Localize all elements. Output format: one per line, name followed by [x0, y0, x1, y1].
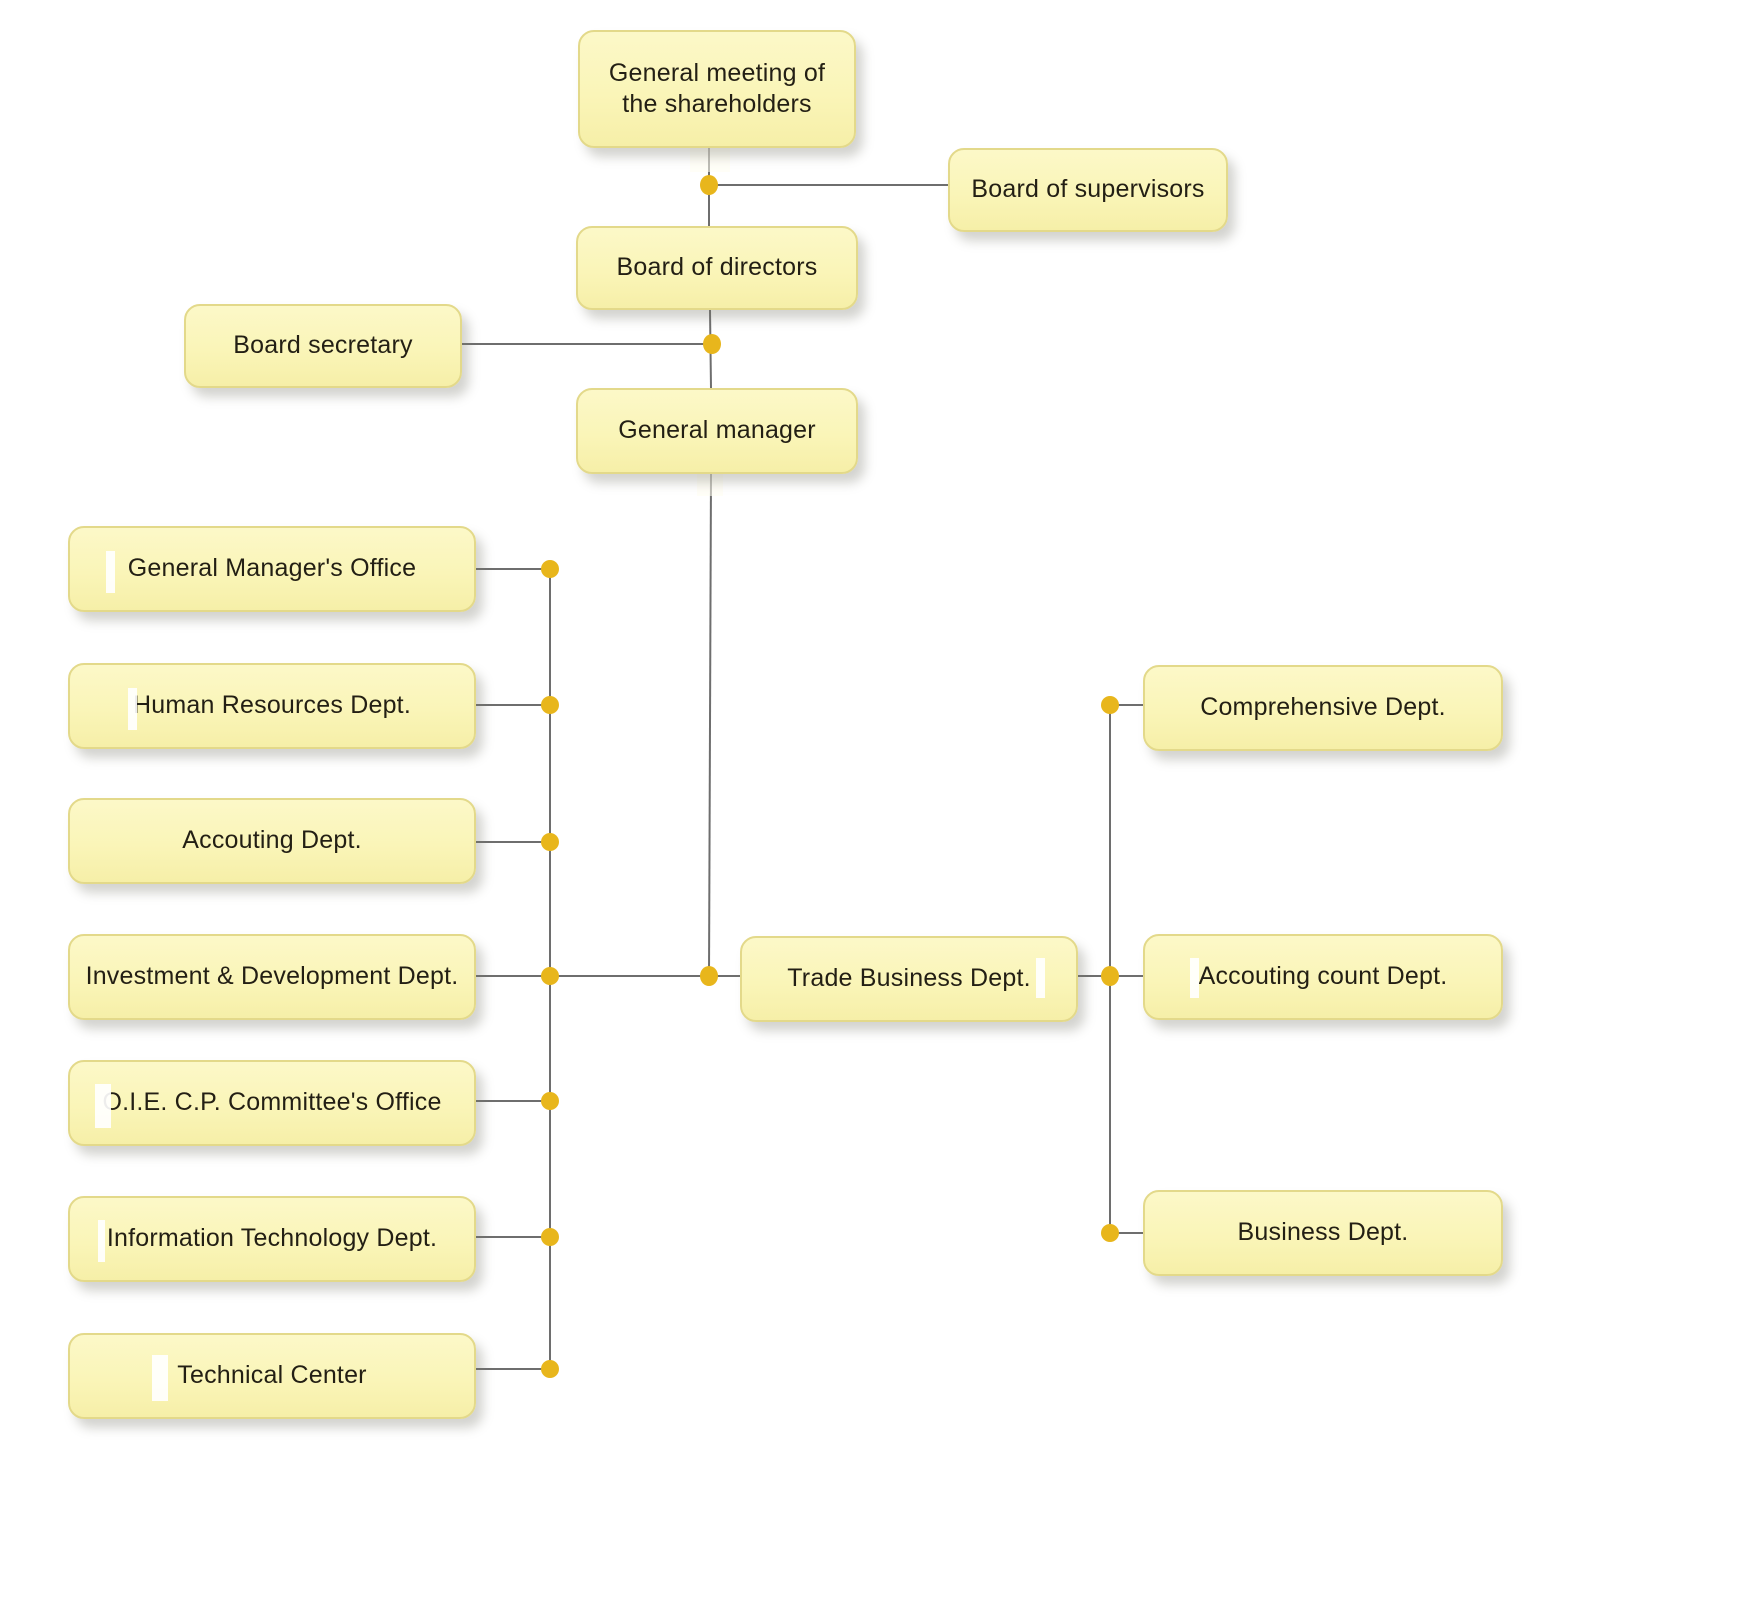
junction-dot	[541, 560, 559, 578]
node-label: Business Dept.	[1237, 1218, 1409, 1247]
node-label: General Manager's Office	[127, 554, 417, 583]
node-general-manager[interactable]: General manager	[576, 388, 858, 474]
junction-dot	[1101, 1224, 1119, 1242]
junction-dot	[1101, 696, 1119, 714]
node-label: Board of supervisors	[971, 175, 1205, 204]
node-label: Technical Center	[177, 1361, 367, 1390]
junction-dot	[541, 1360, 559, 1378]
node-oie-cp-committees-office[interactable]: O.I.E. C.P. Committee's Office	[68, 1060, 476, 1146]
node-label: Accouting count Dept.	[1198, 962, 1448, 991]
junction-dot	[541, 1228, 559, 1246]
node-information-technology-dept[interactable]: Information Technology Dept.	[68, 1196, 476, 1282]
node-trade-business-dept[interactable]: Trade Business Dept.	[740, 936, 1078, 1022]
node-board-of-directors[interactable]: Board of directors	[576, 226, 858, 310]
node-investment-development-dept[interactable]: Investment & Development Dept.	[68, 934, 476, 1020]
scan-artifact	[697, 474, 723, 496]
node-technical-center[interactable]: Technical Center	[68, 1333, 476, 1419]
node-label: General manager	[618, 416, 816, 445]
node-business-dept[interactable]: Business Dept.	[1143, 1190, 1503, 1276]
junction-dot	[541, 696, 559, 714]
node-label: Investment & Development Dept.	[85, 962, 459, 991]
node-general-managers-office[interactable]: General Manager's Office	[68, 526, 476, 612]
node-label: Board of directors	[616, 253, 818, 282]
junction-dot	[541, 833, 559, 851]
node-label: Board secretary	[233, 331, 413, 360]
node-comprehensive-dept[interactable]: Comprehensive Dept.	[1143, 665, 1503, 751]
node-label: Human Resources Dept.	[133, 691, 411, 720]
node-label: Accouting Dept.	[182, 826, 362, 855]
wire-directors-to-manager	[709, 309, 712, 389]
node-board-of-supervisors[interactable]: Board of supervisors	[948, 148, 1228, 232]
node-human-resources-dept[interactable]: Human Resources Dept.	[68, 663, 476, 749]
scan-artifact	[690, 148, 730, 172]
node-label: O.I.E. C.P. Committee's Office	[102, 1088, 442, 1117]
node-label: General meeting of the shareholders	[608, 58, 826, 118]
node-label: Information Technology Dept.	[106, 1224, 438, 1253]
junction-dot	[541, 1092, 559, 1110]
node-accouting-dept[interactable]: Accouting Dept.	[68, 798, 476, 884]
node-general-meeting[interactable]: General meeting of the shareholders	[578, 30, 856, 148]
node-label: Comprehensive Dept.	[1200, 693, 1446, 722]
node-label: Trade Business Dept.	[787, 964, 1031, 993]
wire-manager-trunk	[708, 473, 712, 977]
node-accouting-count-dept[interactable]: Accouting count Dept.	[1143, 934, 1503, 1020]
junction-dot	[541, 967, 559, 985]
junction-dot	[700, 175, 718, 195]
junction-dot	[703, 334, 721, 354]
junction-dot	[700, 966, 718, 986]
junction-dot	[1101, 966, 1119, 986]
node-board-secretary[interactable]: Board secretary	[184, 304, 462, 388]
